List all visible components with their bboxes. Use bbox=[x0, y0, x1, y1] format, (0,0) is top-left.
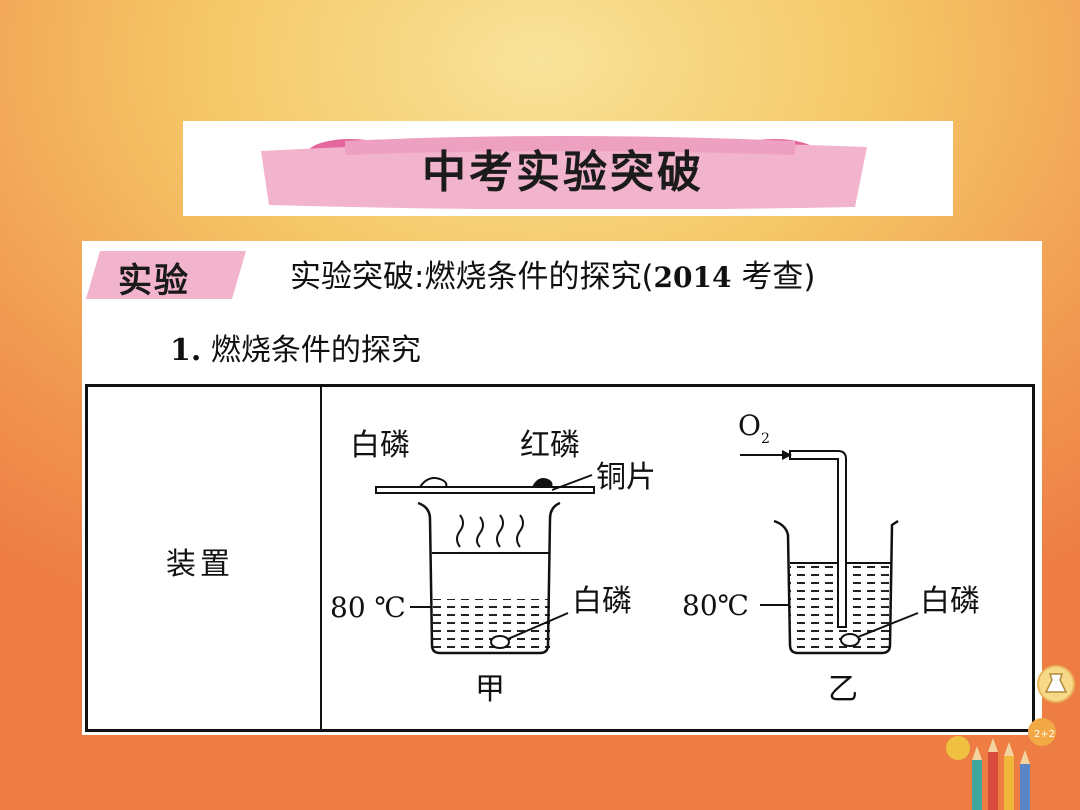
caption-b: 乙 bbox=[828, 672, 858, 707]
label-oxygen: O2 bbox=[738, 409, 770, 447]
oxygen-tube bbox=[789, 450, 847, 628]
label-white-phosphorus-water-a: 白磷 bbox=[572, 584, 632, 619]
page-title: 中考实验突破 bbox=[422, 147, 704, 198]
heat-vapor bbox=[456, 514, 524, 548]
label-oxygen-symbol: O bbox=[738, 409, 761, 442]
row-label-cell: 装置 bbox=[88, 387, 322, 729]
heading-prefix: 实验突破:燃烧条件的探究( bbox=[290, 259, 654, 295]
label-red-phosphorus: 红磷 bbox=[520, 428, 580, 463]
section-heading: 实验突破:燃烧条件的探究(2014 考查) bbox=[290, 251, 815, 296]
row-label: 装置 bbox=[166, 547, 234, 582]
subheading: 1. 燃烧条件的探究 bbox=[170, 325, 421, 369]
badge-label: 实验 bbox=[118, 261, 190, 301]
beaker-a bbox=[417, 501, 561, 655]
subheading-number: 1. bbox=[170, 333, 202, 368]
label-white-phosphorus-water-b: 白磷 bbox=[920, 584, 980, 619]
experiment-badge: 实验 bbox=[82, 247, 252, 301]
oxygen-arrowhead bbox=[782, 450, 792, 460]
setup-b: O2 80℃ 白磷 乙 bbox=[682, 409, 980, 707]
small-bubble-icon bbox=[946, 736, 970, 760]
copper-sheet-pointer bbox=[551, 474, 593, 491]
white-phosphorus-water-a bbox=[490, 635, 510, 649]
pencils bbox=[972, 738, 1030, 810]
heading-suffix: 考查) bbox=[731, 259, 816, 295]
heading-year: 2014 bbox=[653, 261, 732, 294]
apparatus-diagram: 白磷 红磷 铜片 80 ℃ 白磷 甲 O2 80℃ 白磷 bbox=[330, 409, 980, 707]
beaker-b bbox=[773, 519, 899, 655]
title-panel: 中考实验突破 bbox=[183, 121, 953, 216]
decoration-pencils: 2+2 bbox=[946, 665, 1075, 810]
label-oxygen-subscript: 2 bbox=[761, 431, 770, 447]
phosphorus-b-pointer bbox=[857, 612, 919, 638]
copper-sheet bbox=[375, 486, 595, 494]
flask-icon bbox=[1044, 673, 1068, 693]
phosphorus-a-pointer bbox=[507, 612, 569, 640]
label-temp-a: 80 ℃ bbox=[330, 591, 406, 624]
white-phosphorus-water-b bbox=[840, 633, 860, 647]
white-phosphorus-top bbox=[418, 477, 448, 488]
title-banner bbox=[261, 136, 867, 209]
label-white-phosphorus-top: 白磷 bbox=[350, 428, 410, 463]
label-copper-sheet: 铜片 bbox=[596, 460, 656, 495]
content-panel: 实验 实验突破:燃烧条件的探究(2014 考查) 1. 燃烧条件的探究 装置 bbox=[82, 241, 1042, 735]
math-bubble-text: 2+2 bbox=[1034, 729, 1055, 740]
apparatus-table: 装置 白磷 红磷 bbox=[85, 384, 1035, 732]
badge-shape bbox=[86, 251, 246, 299]
subheading-text: 燃烧条件的探究 bbox=[201, 333, 421, 368]
red-phosphorus bbox=[532, 478, 553, 487]
setup-a: 白磷 红磷 铜片 80 ℃ 白磷 甲 bbox=[330, 428, 656, 707]
caption-a: 甲 bbox=[475, 672, 505, 707]
label-temp-b: 80℃ bbox=[682, 589, 749, 622]
math-bubble-icon bbox=[1028, 718, 1056, 746]
